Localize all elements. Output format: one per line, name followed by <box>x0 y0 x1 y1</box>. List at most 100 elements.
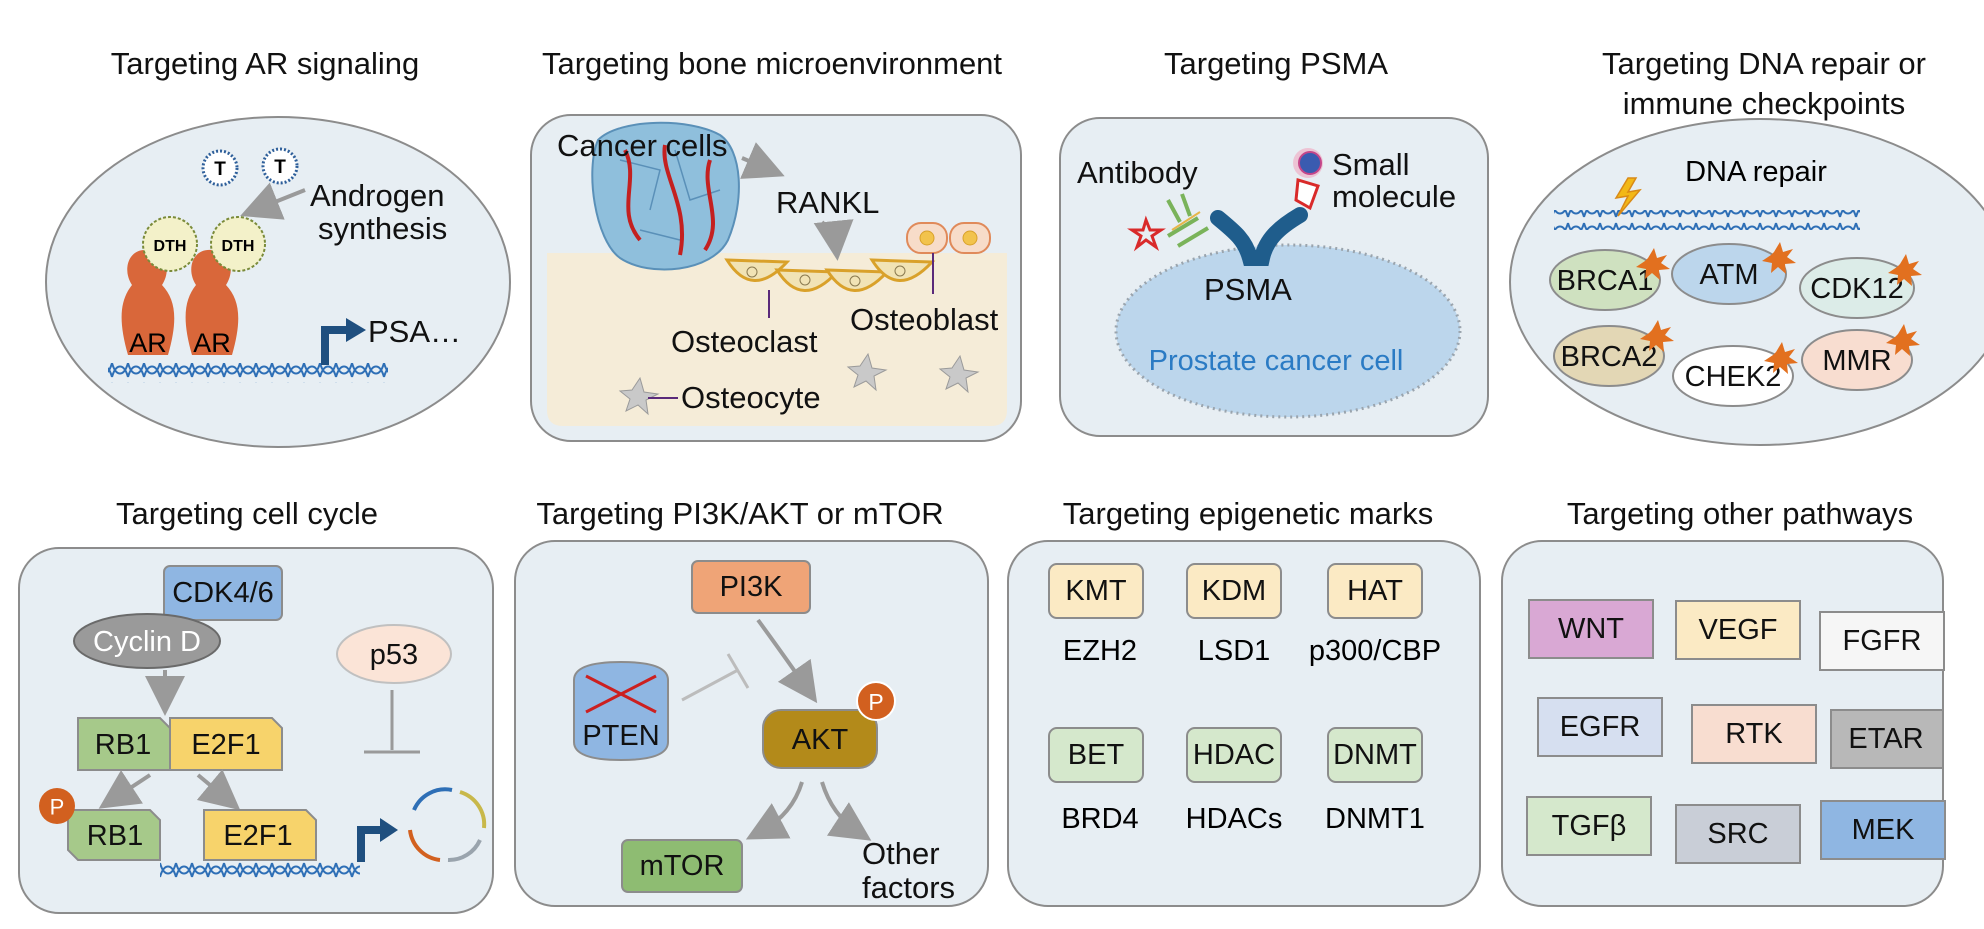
p53-label: p53 <box>370 639 418 671</box>
release-arrow-rb1 <box>98 770 152 809</box>
small-molecule-icon <box>1293 148 1323 211</box>
panel-title-cellcycle: Targeting cell cycle <box>116 496 378 531</box>
osteoclast-group <box>724 258 936 292</box>
rankl-label: RANKL <box>776 185 879 220</box>
akt-box <box>762 709 878 769</box>
cancer-cells-label: Cancer cells <box>557 128 728 163</box>
gene-ellipse-brca2 <box>1553 325 1665 387</box>
dna-helix <box>108 363 388 383</box>
panel-title-pi3k: Targeting PI3K/AKT or mTOR <box>536 496 943 531</box>
other-factors-label-1: Other <box>862 836 940 871</box>
dth-label: DTH <box>222 238 255 255</box>
epi-target-label: DNMT1 <box>1325 803 1425 835</box>
pathway-label: ETAR <box>1848 723 1923 755</box>
panel-box <box>1007 540 1481 907</box>
antibody-label: Antibody <box>1077 155 1198 190</box>
transcription-arrowhead <box>380 818 398 842</box>
osteoblast-label: Osteoblast <box>850 302 999 337</box>
rb1-label: RB1 <box>87 820 143 852</box>
small-molecule-label-1: Small <box>1332 147 1410 182</box>
androgen-label-1: Androgen <box>310 178 444 213</box>
pathway-label: FGFR <box>1843 625 1922 657</box>
panel-title-ar: Targeting AR signaling <box>111 46 419 81</box>
pathway-label: SRC <box>1707 818 1768 850</box>
pi3k-to-akt-arrow <box>756 618 818 704</box>
pathway-label: MEK <box>1852 814 1916 846</box>
small-molecule-label-2: molecule <box>1332 179 1456 214</box>
panel-title-epi: Targeting epigenetic marks <box>1063 496 1433 531</box>
cyclin-d-ellipse <box>73 613 221 669</box>
antibody-icon <box>1127 193 1210 252</box>
epi-target-label: BRD4 <box>1061 803 1138 835</box>
pathway-box-etar <box>1830 709 1944 769</box>
e2f1-label: E2F1 <box>191 729 260 761</box>
dna-helix <box>160 858 360 878</box>
epi-box-label: HAT <box>1347 575 1403 607</box>
rankl-arrow <box>813 219 854 261</box>
dna-repair-label: DNA repair <box>1685 156 1827 188</box>
epi-box-bet <box>1048 727 1144 783</box>
panel-title-other: Targeting other pathways <box>1567 496 1913 531</box>
epi-box-dnmt <box>1327 727 1423 783</box>
osteocyte-group <box>618 352 980 416</box>
epi-box-hdac <box>1186 727 1282 783</box>
panel-epigenetic: Targeting epigenetic marks KMT EZH2 KDM … <box>1007 496 1481 907</box>
gene-label: MMR <box>1822 345 1891 377</box>
gene-ellipse-cdk12 <box>1799 257 1915 319</box>
gene-label: BRCA1 <box>1557 265 1654 297</box>
panel-psma: Targeting PSMA Prostate cancer cell PSMA… <box>1059 46 1489 437</box>
phospho-badge <box>856 681 896 721</box>
ar-label: AR <box>129 328 167 358</box>
panel-other-pathways: Targeting other pathways WNT VEGF FGFR E… <box>1501 496 1946 907</box>
cancer-to-rankl-arrow <box>740 142 785 179</box>
prostate-cancer-cell <box>1114 243 1462 419</box>
e2f1-shape-bottom <box>203 809 317 861</box>
gene-label: CHEK2 <box>1685 361 1782 393</box>
e2f1-label: E2F1 <box>223 820 292 852</box>
pathway-label: EGFR <box>1560 711 1641 743</box>
epi-box-label: BET <box>1068 739 1125 771</box>
release-arrow-e2f1 <box>196 769 241 811</box>
pathway-label: TGFβ <box>1552 810 1627 842</box>
dth-molecule: DTH <box>210 216 266 272</box>
hormone-label: T <box>274 157 286 178</box>
ar-protein-right: AR <box>185 249 239 358</box>
akt-label: AKT <box>792 724 849 756</box>
akt-to-mtor-arrow <box>745 781 804 840</box>
pathway-box-rtk <box>1691 704 1817 764</box>
gene-label: ATM <box>1699 259 1758 291</box>
epi-box-kdm <box>1186 563 1282 619</box>
panel-pi3k-akt: Targeting PI3K/AKT or mTOR PI3K PTEN AKT… <box>514 496 989 907</box>
dna-helix <box>1554 210 1860 230</box>
pi3k-box <box>691 560 811 614</box>
damage-burst-icons <box>1636 242 1922 374</box>
psma-label: PSMA <box>1204 272 1292 307</box>
epi-target-label: p300/CBP <box>1309 635 1441 667</box>
testosterone-molecule: T <box>201 149 239 187</box>
psa-label: PSA… <box>368 314 461 349</box>
gene-ellipse-chek2 <box>1672 345 1794 407</box>
panel-title-dna-2: immune checkpoints <box>1623 86 1906 121</box>
panel-bone-microenvironment: Targeting bone microenvironment Cancer c… <box>530 46 1022 442</box>
epi-box-label: DNMT <box>1333 739 1417 771</box>
cyclin-d-label: Cyclin D <box>93 626 201 658</box>
synthesis-arrow <box>240 182 306 220</box>
other-factors-label-2: factors <box>862 870 955 905</box>
dth-molecule: DTH <box>142 216 198 272</box>
panel-ar-signaling: Targeting AR signaling T T Androgen synt… <box>45 46 511 448</box>
pten-inhibit-bar <box>726 653 750 689</box>
epi-target-label: LSD1 <box>1198 635 1271 667</box>
pathway-label: VEGF <box>1699 614 1778 646</box>
transcription-start-arrow <box>321 326 350 365</box>
pten-label: PTEN <box>582 720 659 752</box>
pathway-label: WNT <box>1558 613 1624 645</box>
pathway-box-src <box>1675 804 1801 864</box>
ar-protein-left: AR <box>121 249 175 358</box>
pi3k-label: PI3K <box>720 571 784 603</box>
epi-box-hat <box>1327 563 1423 619</box>
panel-cell-cycle: Targeting cell cycle CDK4/6 Cyclin D p53… <box>18 496 494 914</box>
dth-label: DTH <box>154 238 187 255</box>
rb1-label: RB1 <box>95 729 151 761</box>
hormone-label: T <box>214 159 226 180</box>
